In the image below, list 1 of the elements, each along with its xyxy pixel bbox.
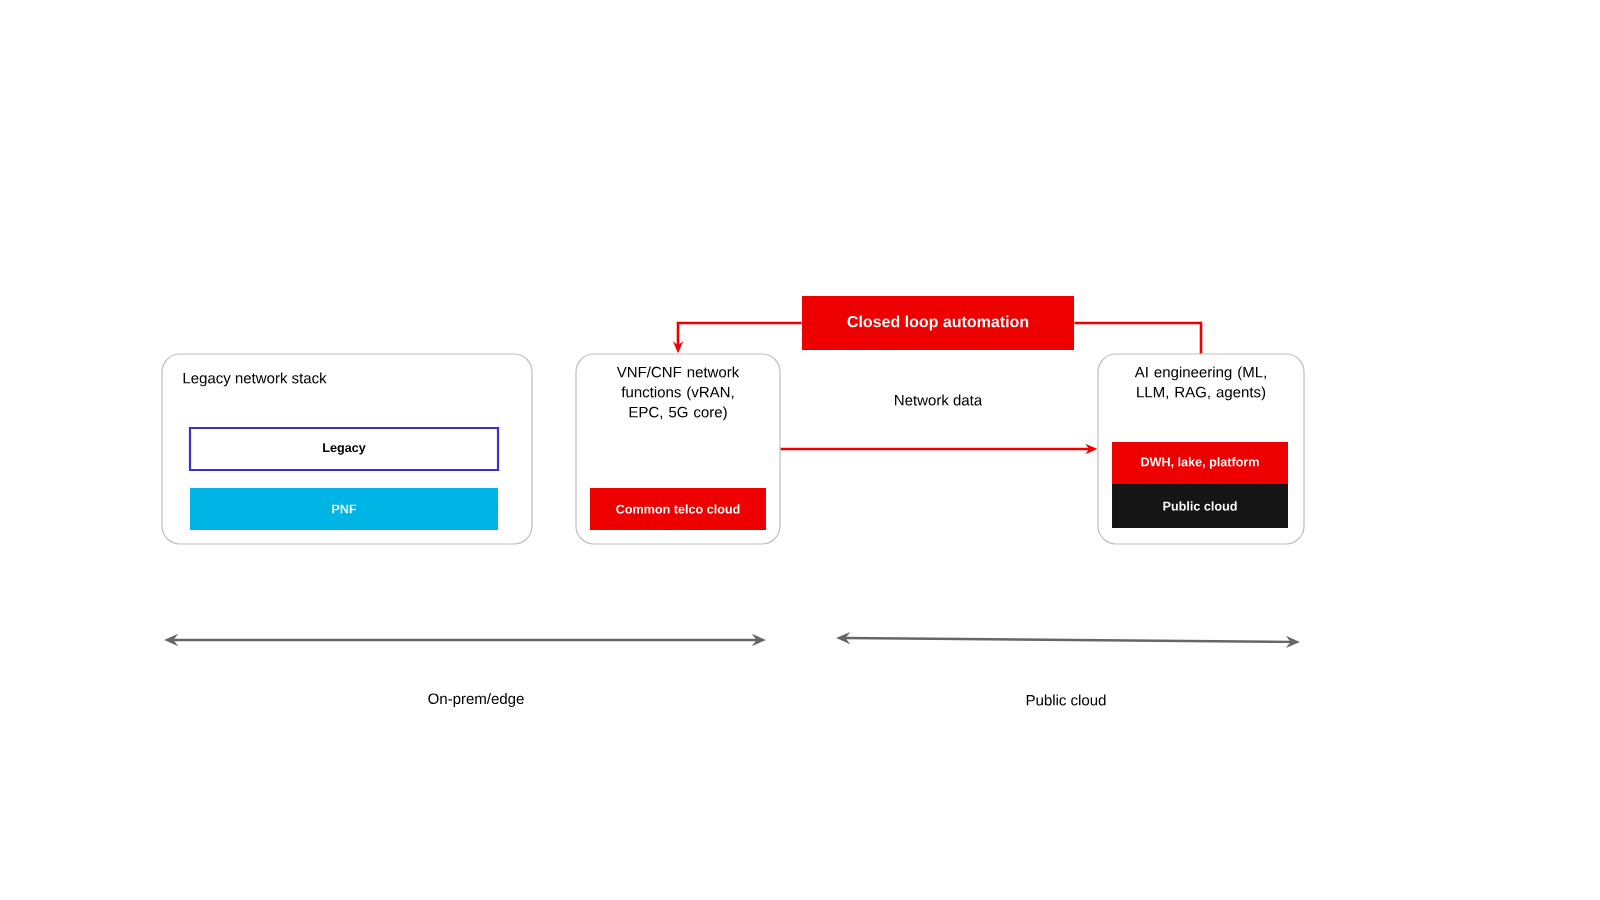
automation-box: Closed loop automation <box>802 296 1074 350</box>
